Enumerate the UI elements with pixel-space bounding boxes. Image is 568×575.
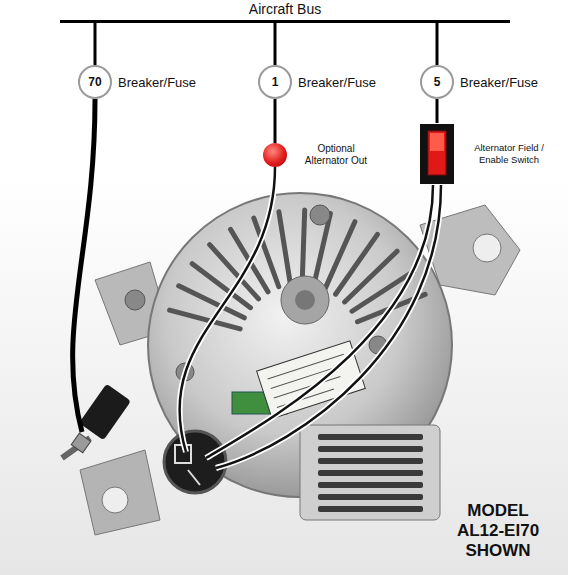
fin-slot [318,482,423,488]
bus-wire [436,21,439,65]
bus-wire [436,99,439,123]
breaker-circle: 70 [78,65,112,99]
enable-wire [216,185,441,468]
vent-slot [345,251,398,302]
fin-slot [318,506,423,512]
bus-wire [94,21,97,65]
lamp-node: Optional Alternator Out [263,143,375,167]
wire-outline [216,185,441,468]
rocker-switch [419,123,455,185]
switch-node: Alternator Field / Enable Switch [419,123,559,185]
output-wire [73,99,95,432]
vent-slot [279,212,290,284]
fin-slot [318,494,423,500]
fin-slot [318,434,423,440]
wire-outline [179,167,275,452]
node-text: 70 [88,75,101,89]
breaker-node: 1 Breaker/Fuse [258,65,376,99]
breaker-label: Breaker/Fuse [118,75,196,90]
mount-hole [473,234,501,262]
shaft-nut [295,290,315,310]
switch-rocker-top [430,133,444,151]
bolt [125,290,145,310]
lamp-label: Optional Alternator Out [297,143,375,167]
breaker-circle: 1 [258,65,292,99]
bolt [310,205,330,225]
vent-slot [325,222,355,289]
shaft-boss [281,276,329,324]
breaker-node: 5 Breaker/Fuse [420,65,538,99]
fin-slot [318,458,423,464]
breaker-circle: 5 [420,65,454,99]
indicator-lamp [263,143,287,167]
model-caption: MODEL AL12-EI70 SHOWN [442,501,554,561]
terminal-insulator [79,384,131,441]
switch-body [420,124,454,184]
bus-node: Aircraft Bus [60,0,510,23]
lamp-wire [179,167,275,452]
switch-rocker [428,131,446,175]
node-text: 1 [272,75,279,89]
breaker-label: Breaker/Fuse [460,75,538,90]
breaker-label: Breaker/Fuse [298,75,376,90]
bus-wire [274,21,277,65]
node-text: Aircraft Bus [60,0,510,20]
mounting-foot [80,450,160,535]
vent-slot [192,264,250,308]
fin-slot [318,470,423,476]
bus-wire [274,99,277,143]
breaker-node: 70 Breaker/Fuse [78,65,196,99]
node-text: 5 [434,75,441,89]
rear-fins [300,425,440,520]
terminal-nut [71,433,90,452]
plug-key [188,470,200,485]
vent-slot [302,210,305,283]
fin-slots [318,434,423,512]
mount-hole [102,487,128,513]
fin-slot [318,446,423,452]
switch-label: Alternator Field / Enable Switch [459,142,559,166]
regulator-plug [164,431,226,493]
vent-slot [336,234,378,294]
